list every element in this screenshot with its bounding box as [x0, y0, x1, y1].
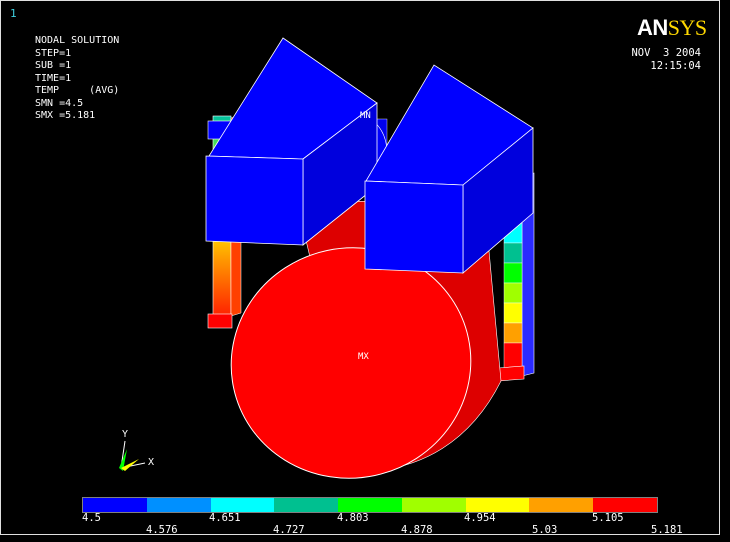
legend-tick: 5.03	[532, 524, 558, 536]
info-step: STEP=1	[35, 47, 72, 59]
legend-color-0	[83, 498, 147, 512]
right-block	[364, 64, 534, 274]
window-number: 1	[10, 7, 17, 20]
legend-tick: 4.576	[146, 524, 178, 536]
axis-triad: Y X	[119, 429, 154, 471]
legend-color-2	[210, 498, 275, 512]
info-result-item: TEMP (AVG)	[35, 85, 120, 96]
info-max-value: SMX =5.181	[35, 110, 96, 121]
datetime-stamp: NOV 3 2004 12:15:04	[631, 47, 701, 73]
info-substep: SUB =1	[35, 60, 72, 71]
legend-tick: 4.878	[401, 524, 433, 536]
left-block	[205, 37, 378, 246]
legend-tick: 4.651	[209, 512, 241, 524]
fea-model: MN MX Y X	[119, 37, 535, 479]
legend-tick: 5.181	[651, 524, 683, 536]
legend-tick: 4.727	[273, 524, 305, 536]
date-label: NOV 3 2004	[631, 47, 701, 59]
legend-color-7	[529, 498, 594, 512]
legend-tick: 4.954	[464, 512, 496, 524]
legend-tick: 4.5	[82, 512, 101, 524]
info-time: TIME=1	[35, 72, 72, 84]
legend-color-6	[465, 498, 530, 512]
legend-color-5	[401, 498, 466, 512]
contour-legend-bar	[82, 497, 658, 513]
legend-color-1	[146, 498, 211, 512]
axis-x-label: X	[148, 457, 154, 468]
legend-color-4	[338, 498, 402, 512]
legend-tick: 5.105	[592, 512, 624, 524]
ansys-logo: ANSYS	[637, 15, 707, 40]
min-marker-label: MN	[360, 111, 371, 121]
legend-color-3	[274, 498, 339, 512]
max-marker-label: MX	[358, 352, 369, 362]
legend-tick: 4.803	[337, 512, 369, 524]
time-label: 12:15:04	[650, 60, 701, 72]
axis-y-label: Y	[122, 429, 128, 440]
solution-title: NODAL SOLUTION	[35, 35, 120, 46]
solution-info: NODAL SOLUTION STEP=1 SUB =1 TIME=1 TEMP…	[35, 35, 119, 123]
legend-color-8	[593, 498, 658, 512]
graphics-viewport[interactable]: 1 NODAL SOLUTION STEP=1 SUB =1 TIME=1 TE…	[0, 0, 720, 536]
info-min-value: SMN =4.5	[35, 97, 84, 109]
